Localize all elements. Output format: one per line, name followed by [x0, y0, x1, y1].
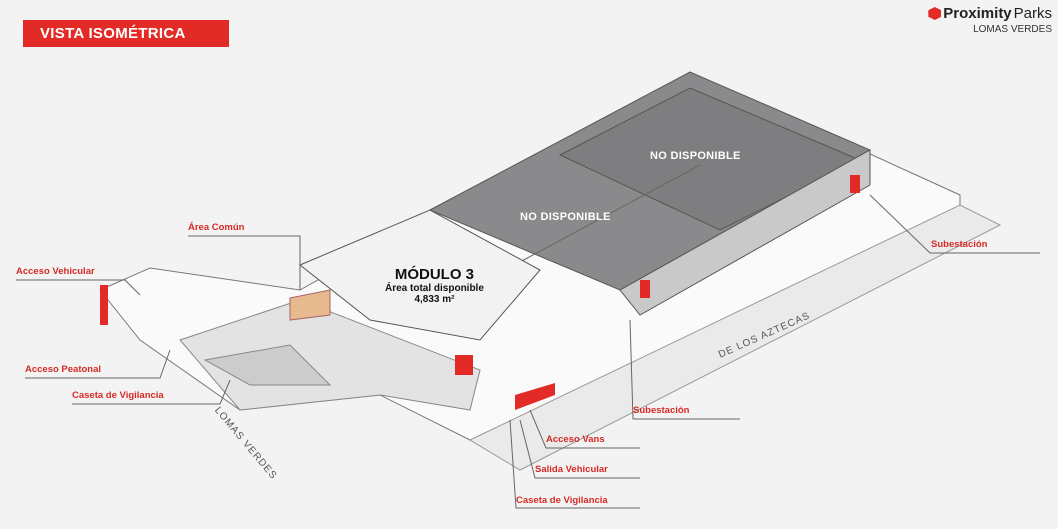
label-acceso-peatonal: Acceso Peatonal	[25, 364, 102, 375]
exit-gate	[515, 383, 555, 410]
module-entrance	[455, 355, 473, 375]
unavailable-label: NO DISPONIBLE	[520, 211, 611, 223]
vehicle-access-gate	[100, 285, 108, 325]
logo-icon	[928, 7, 942, 20]
module-3-info: MÓDULO 3 Área total disponible 4,833 m²	[385, 266, 484, 305]
roof-divider	[519, 164, 701, 263]
label-acceso-vehicular: Acceso Vehicular	[16, 266, 95, 277]
dock-door	[640, 280, 650, 298]
street	[468, 204, 1002, 471]
module-area-value: 4,833 m²	[414, 294, 455, 305]
parking-island	[203, 344, 332, 386]
label-salida-vehicular: Salida Vehicular	[535, 464, 608, 475]
brand-name-suffix: Parks	[1013, 5, 1052, 22]
page-title: VISTA ISOMÉTRICA	[23, 20, 229, 47]
brand-name: Proximity	[943, 5, 1012, 22]
label-caseta-vigilancia: Caseta de Vigilancia	[72, 390, 164, 401]
unavailable-label: NO DISPONIBLE	[650, 150, 741, 162]
module-area-label: Área total disponible	[385, 283, 484, 294]
brand-location: LOMAS VERDES	[973, 24, 1052, 35]
leader-lines	[16, 194, 1040, 509]
label-acceso-vans: Acceso Vans	[546, 434, 605, 445]
module-3-area	[299, 209, 541, 341]
warehouse-front	[619, 149, 871, 316]
label-caseta-vigilancia: Caseta de Vigilancia	[516, 495, 608, 506]
module-name: MÓDULO 3	[394, 266, 475, 283]
label-subestacion: Subestación	[931, 239, 988, 250]
dock-door	[850, 175, 860, 193]
common-area-building	[289, 289, 331, 321]
label-subestacion: Subestación	[633, 405, 690, 416]
label-area-comun: Área Común	[188, 222, 245, 233]
